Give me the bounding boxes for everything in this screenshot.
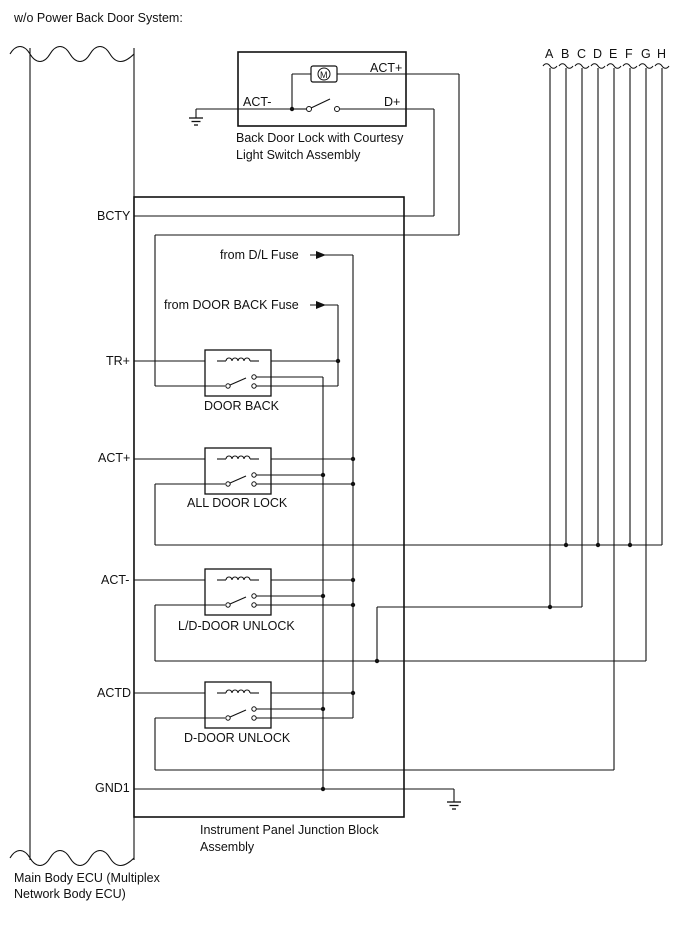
main-ecu-label-line2: Network Body ECU) xyxy=(14,887,126,901)
ecu-terminal-act-plus: ACT+ xyxy=(98,451,130,465)
ecu-terminal-tr-plus: TR+ xyxy=(106,354,130,368)
connector-label-e: E xyxy=(609,47,617,61)
fuse-feed-door-back: from DOOR BACK Fuse xyxy=(164,298,299,312)
connector-labels: A B C D E F G H xyxy=(545,47,666,61)
connector-label-g: G xyxy=(641,47,651,61)
ecu-terminal-act-minus: ACT- xyxy=(101,573,129,587)
back-door-lock-wiring xyxy=(134,73,460,387)
connector-label-f: F xyxy=(625,47,633,61)
arrow-right-icon xyxy=(316,251,326,259)
motor-symbol: M xyxy=(320,70,328,80)
connector-label-d: D xyxy=(593,47,602,61)
relay-label-all-door-lock: ALL DOOR LOCK xyxy=(187,496,288,510)
relay-label-door-back: DOOR BACK xyxy=(204,399,280,413)
back-door-lock-box xyxy=(237,51,407,127)
connector-break-marks xyxy=(542,63,670,69)
connector-label-c: C xyxy=(577,47,586,61)
connector-label-b: B xyxy=(561,47,569,61)
arrow-right-icon xyxy=(316,301,326,309)
ground-icon xyxy=(188,117,204,126)
courtesy-switch-contact xyxy=(310,98,331,109)
gnd1-wiring xyxy=(134,786,455,802)
lock-terminal-act-minus: ACT- xyxy=(243,95,271,109)
back-door-lock-label-line1: Back Door Lock with Courtesy xyxy=(236,131,404,145)
connector-label-a: A xyxy=(545,47,554,61)
fuse-feed-wiring xyxy=(310,251,354,789)
junction-block-label-line2: Assembly xyxy=(200,840,255,854)
fuse-feed-dl: from D/L Fuse xyxy=(220,248,299,262)
lock-terminal-act-plus: ACT+ xyxy=(370,61,402,75)
relay-label-d-door-unlock: D-DOOR UNLOCK xyxy=(184,731,291,745)
relay-d-door-unlock xyxy=(134,681,614,771)
junction-block-label-line1: Instrument Panel Junction Block xyxy=(200,823,379,837)
main-ecu-label-line1: Main Body ECU (Multiplex xyxy=(14,871,161,885)
connector-label-h: H xyxy=(657,47,666,61)
coil-icon xyxy=(225,576,251,581)
back-door-lock-label-line2: Light Switch Assembly xyxy=(236,148,361,162)
diagram-title: w/o Power Back Door System: xyxy=(13,11,183,25)
ecu-terminal-actd: ACTD xyxy=(97,686,131,700)
connector-wires xyxy=(547,68,663,770)
coil-icon xyxy=(225,689,251,694)
relay-all-door-lock xyxy=(134,447,662,546)
coil-icon xyxy=(225,455,251,460)
lock-terminal-d-plus: D+ xyxy=(384,95,400,109)
relay-label-ld-door-unlock: L/D-DOOR UNLOCK xyxy=(178,619,295,633)
ecu-terminal-bcty: BCTY xyxy=(97,209,131,223)
relay-door-back xyxy=(134,349,341,397)
ground-icon xyxy=(446,801,462,810)
coil-icon xyxy=(225,357,251,362)
back-door-lock-internals: M xyxy=(196,65,406,112)
ecu-terminal-gnd1: GND1 xyxy=(95,781,130,795)
